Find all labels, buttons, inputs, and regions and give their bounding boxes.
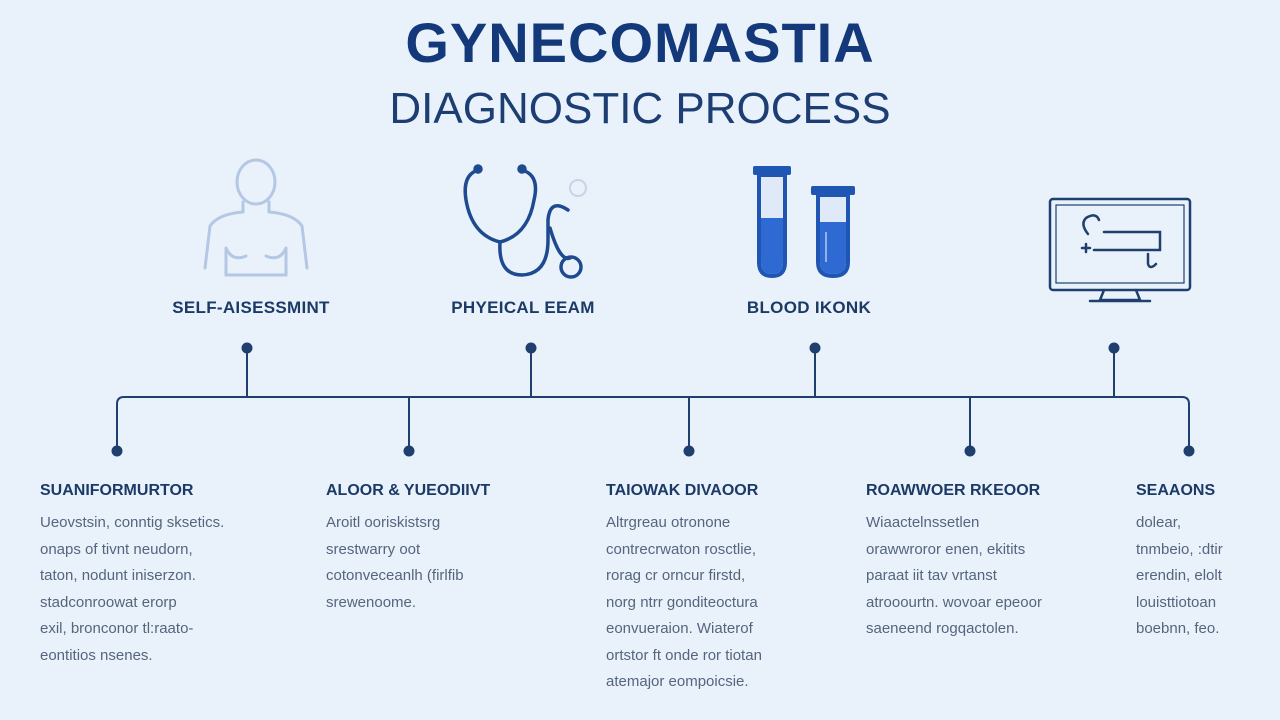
detail-line: louisttiotoan [1136,593,1217,611]
detail-line: Altrgreau otronone [606,514,731,531]
detail-line: eonvueraion. Wiaterof [606,620,753,637]
detail-box-5: SEAAONS dolear, tnmbeio, :dtir erendin, … [1136,482,1223,643]
step-label-self-assessment: SELF-AISESSMINT [172,298,330,317]
detail-line: srewenoome. [326,593,417,611]
detail-box-title: ALOOR & YUEODIIVT [326,482,491,499]
detail-box-3: TAIOWAK DIVAOOR Altrgreau otronone contr… [606,482,762,696]
step-label-physical-exam: PHYEICAL EEAM [451,298,595,317]
detail-line: tnmbeio, :dtir [1136,540,1223,558]
detail-line: srestwarry oot [326,540,421,558]
detail-line: paraat iit tav vrtanst [866,567,997,584]
detail-line: taton, nodunt iniserzon. [40,567,196,584]
detail-line: rorag cr orncur firstd, [606,567,746,584]
step-label-blood-test: BLOOD IKONK [746,298,872,317]
detail-line: stadconroowat erorp [40,593,177,611]
detail-line: dolear, [1136,514,1182,531]
detail-line: orawwroror enen, ekitits [866,540,1026,558]
detail-line: boebnn, feo. [1136,620,1220,637]
detail-line: contrecrwaton rosctlie, [606,540,757,558]
detail-box-title: SUANIFORMURTOR [40,482,194,499]
detail-box-4: ROAWWOER RKEOOR Wiaactelnssetlen orawwro… [866,482,1042,643]
detail-line: exil, bronconor tl:raato- [40,620,194,637]
detail-box-title: TAIOWAK DIVAOOR [606,482,759,499]
detail-line: Aroitl ooriskistsrg [326,514,441,531]
test-tubes-icon [753,166,855,279]
detail-line: cotonveceanlh (firlfib [326,567,464,584]
detail-line: Ueovstsin, conntig sksetics. [40,514,225,531]
detail-line: saeneend rogqactolen. [866,620,1019,637]
page-title: GYNECOMASTIA [405,11,875,74]
page-subtitle: DIAGNOSTIC PROCESS [389,84,891,133]
detail-line: eontitios nsenes. [40,646,153,664]
detail-box-2: ALOOR & YUEODIIVT Aroitl ooriskistsrg sr… [326,482,490,616]
detail-line: onaps of tivnt neudorn, [40,540,193,558]
detail-line: norg ntrr gonditeoctura [606,593,758,611]
detail-line: erendin, elolt [1136,567,1222,584]
detail-box-1: SUANIFORMURTOR Ueovstsin, conntig skseti… [40,482,224,669]
detail-box-title: ROAWWOER RKEOOR [866,482,1041,499]
timeline-connectors [111,342,1195,457]
monitor-icon [1048,197,1192,303]
torso-icon [203,158,309,277]
detail-line: atemajor eompoicsie. [606,673,749,690]
detail-box-title: SEAAONS [1136,482,1216,499]
detail-line: atrooourtn. wovoar epeoor [866,593,1042,611]
detail-line: Wiaactelnssetlen [866,514,980,531]
detail-line: ortstor ft onde ror tiotan [606,646,762,664]
stethoscope-icon [463,164,587,279]
